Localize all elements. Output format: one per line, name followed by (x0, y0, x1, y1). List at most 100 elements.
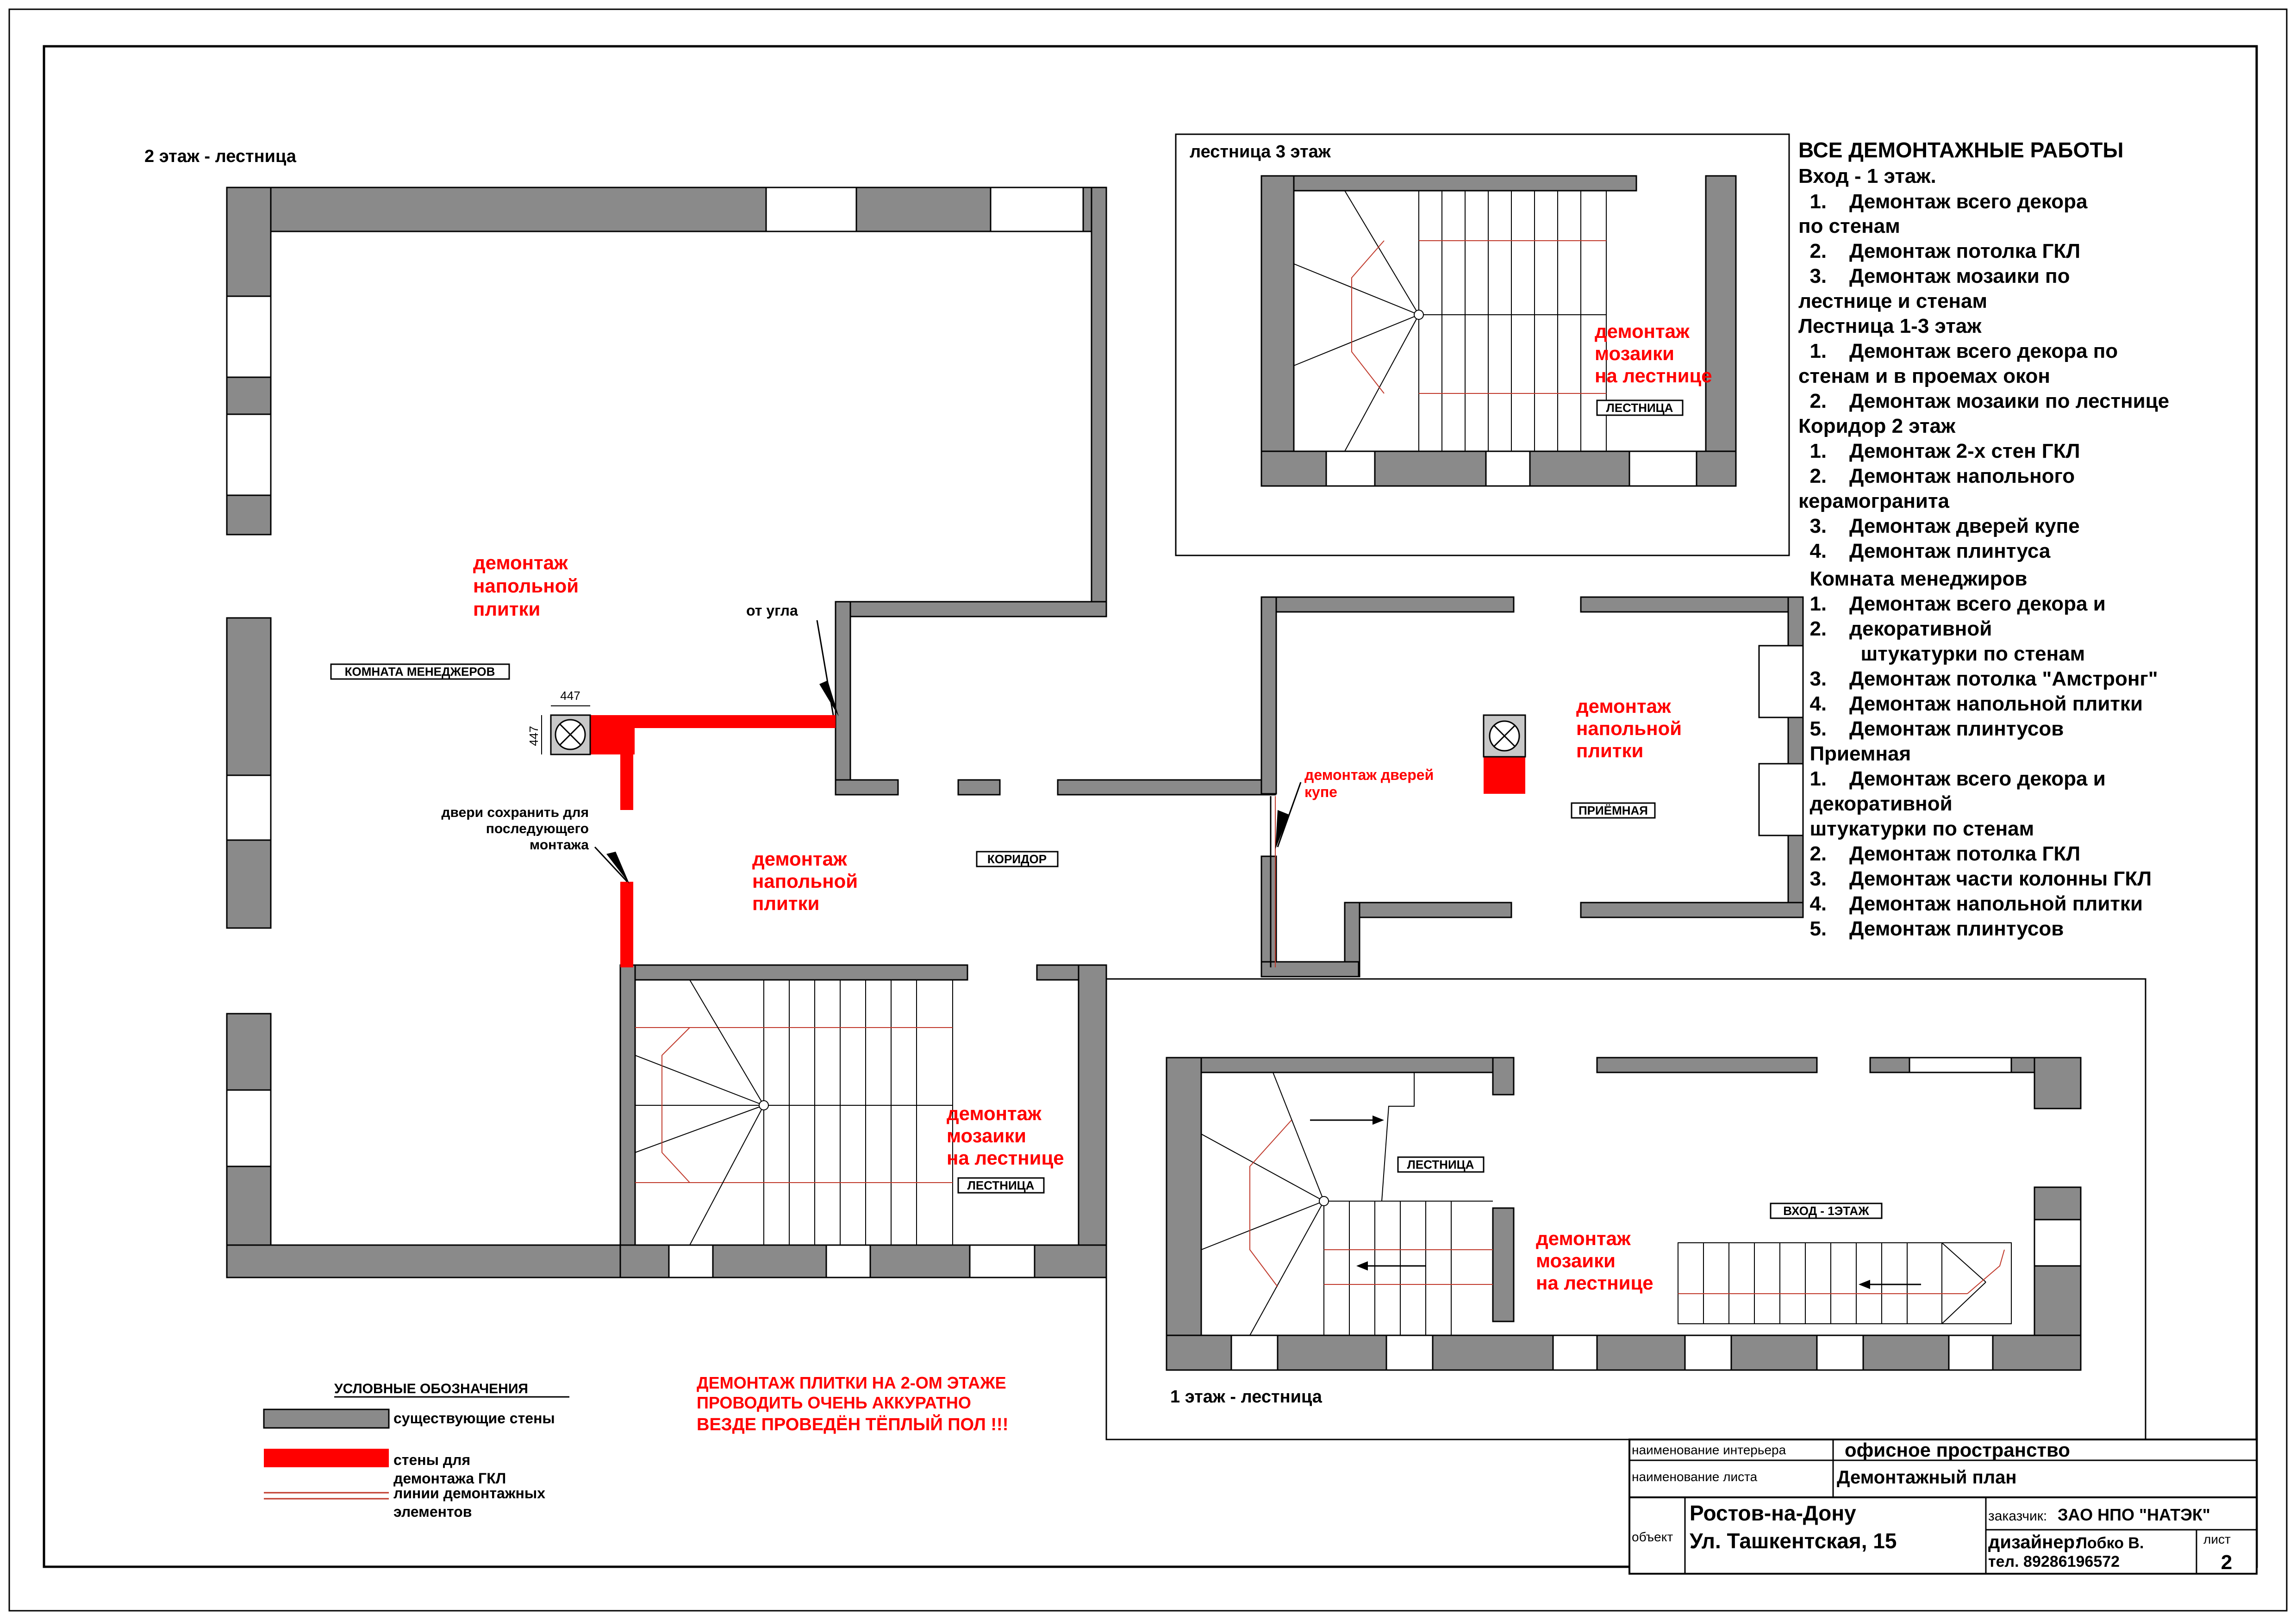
object-label: объект (1632, 1530, 1673, 1544)
note-managers-floor: демонтаж напольной плитки (473, 552, 579, 620)
legend-existing-swatch (263, 1408, 390, 1429)
svg-text:3. Демонтаж потолка "Амстро: 3. Демонтаж потолка "Амстронг" (1798, 667, 2158, 690)
address: Ул. Ташкентская, 15 (1690, 1529, 1897, 1553)
svg-text:демонтаж дверей: демонтаж дверей (1304, 766, 1434, 783)
svg-text:плитки: плитки (473, 598, 540, 620)
svg-text:по стенам: по стенам (1798, 215, 1900, 237)
designer-value: Лобко В. (2076, 1534, 2144, 1552)
svg-text:КОМНАТА МЕНЕДЖЕРОВ: КОМНАТА МЕНЕДЖЕРОВ (345, 665, 495, 679)
svg-text:демонтаж: демонтаж (1576, 695, 1672, 717)
list-value: 2 (2221, 1551, 2232, 1574)
warning-note: ДЕМОНТАЖ ПЛИТКИ НА 2-ОМ ЭТАЖЕ ПРОВОДИТЬ … (697, 1373, 1008, 1434)
svg-text:1. Демонтаж всего декора и: 1. Демонтаж всего декора и (1798, 767, 2106, 790)
svg-text:ВСЕ ДЕМОНТАЖНЫЕ РАБОТЫ: ВСЕ ДЕМОНТАЖНЫЕ РАБОТЫ (1798, 138, 2123, 162)
dimension-label-left: 447 (527, 726, 541, 746)
svg-text:напольной: напольной (1576, 717, 1682, 739)
sheet-label: наименование листа (1632, 1470, 1758, 1484)
svg-text:демонтаж: демонтаж (947, 1103, 1042, 1124)
svg-text:напольной: напольной (473, 575, 579, 597)
floor1-walls (1166, 1057, 2082, 1371)
phone: тел. 89286196572 (1988, 1553, 2120, 1570)
arrow-from-corner (816, 620, 839, 717)
svg-text:2. Демонтаж мозаики по лест: 2. Демонтаж мозаики по лестнице (1798, 390, 2169, 412)
legend-existing-label: существующие стены (393, 1410, 555, 1427)
floor2-windows (226, 187, 1804, 1278)
svg-text:Коридор 2 этаж: Коридор 2 этаж (1798, 415, 1956, 437)
svg-text:3. Демонтаж дверей купе: 3. Демонтаж дверей купе (1798, 515, 2080, 537)
stair-floor2 (635, 979, 953, 1246)
svg-text:КОРИДОР: КОРИДОР (987, 852, 1047, 866)
legend-gkl-swatch (264, 1449, 389, 1467)
column-icon (550, 714, 591, 755)
arrow-sliding-doors (1275, 782, 1302, 849)
legend-gkl-label-1: стены для (393, 1452, 470, 1468)
reception-column-icon (1483, 714, 1526, 758)
works-list: ВСЕ ДЕМОНТАЖНЫЕ РАБОТЫ Вход - 1 этаж. 1.… (1798, 138, 2169, 940)
svg-text:ВЕЗДЕ ПРОВЕДЁН ТЁПЛЫЙ ПОЛ !!!: ВЕЗДЕ ПРОВЕДЁН ТЁПЛЫЙ ПОЛ !!! (697, 1414, 1008, 1434)
svg-text:ДЕМОНТАЖ ПЛИТКИ НА 2-ОМ ЭТАЖЕ: ДЕМОНТАЖ ПЛИТКИ НА 2-ОМ ЭТАЖЕ (697, 1373, 1006, 1392)
svg-text:мозаики: мозаики (1595, 343, 1674, 364)
svg-text:3. Демонтаж части колонны Г: 3. Демонтаж части колонны ГКЛ (1798, 867, 2152, 890)
svg-text:демонтаж: демонтаж (752, 848, 848, 870)
floor1-title: 1 этаж - лестница (1170, 1387, 1323, 1407)
label-stair-1fl: ЛЕСТНИЦА (1397, 1156, 1485, 1173)
label-stair-2fl: ЛЕСТНИЦА (957, 1177, 1045, 1194)
svg-text:монтажа: монтажа (530, 837, 589, 853)
stair3-frame (1175, 133, 1790, 556)
svg-text:5. Демонтаж плинтусов: 5. Демонтаж плинтусов (1798, 717, 2064, 740)
legend-gkl-label-2: демонтажа ГКЛ (393, 1470, 506, 1487)
label-managers: КОМНАТА МЕНЕДЖЕРОВ (330, 663, 510, 680)
note-reception-floor: демонтаж напольной плитки (1576, 695, 1682, 761)
legend-lines-label-2: элементов (393, 1503, 472, 1520)
svg-text:1. Демонтаж 2-х стен ГКЛ: 1. Демонтаж 2-х стен ГКЛ (1798, 440, 2080, 462)
floor1-stair-entrance (1678, 1242, 2012, 1324)
stair3-walls (1260, 175, 1737, 487)
svg-text:на лестнице: на лестнице (1595, 365, 1712, 386)
interior-value: офисное пространство (1845, 1439, 2070, 1461)
outer-frame (8, 8, 2288, 1612)
arrow-keep-doors (594, 846, 630, 884)
note-keep-doors: двери сохранить для последующего монтажа (442, 805, 589, 853)
svg-text:4. Демонтаж напольной плитк: 4. Демонтаж напольной плитки (1798, 892, 2143, 915)
svg-text:двери сохранить для: двери сохранить для (442, 805, 589, 820)
svg-text:Приемная: Приемная (1798, 742, 1911, 765)
svg-text:декоративной: декоративной (1798, 792, 1953, 815)
floor2-title: 2 этаж - лестница (144, 147, 297, 166)
svg-text:лестнице и стенам: лестнице и стенам (1798, 290, 1987, 312)
label-stair-3fl: ЛЕСТНИЦА (1596, 399, 1684, 416)
svg-text:1. Демонтаж всего декора по: 1. Демонтаж всего декора по (1798, 340, 2118, 362)
svg-text:2. Демонтаж потолка ГКЛ: 2. Демонтаж потолка ГКЛ (1798, 240, 2080, 262)
label-reception: ПРИЁМНАЯ (1571, 802, 1656, 819)
svg-text:демонтаж: демонтаж (473, 552, 568, 573)
svg-text:2. Демонтаж напольного: 2. Демонтаж напольного (1798, 465, 2075, 487)
note-corridor-floor: демонтаж напольной плитки (752, 848, 858, 914)
client-label: заказчик: (1988, 1508, 2047, 1524)
dimension-447: 447 447 (527, 689, 590, 754)
dimension-label-top: 447 (560, 689, 580, 703)
svg-text:мозаики: мозаики (1536, 1250, 1616, 1271)
legend: УСЛОВНЫЕ ОБОЗНАЧЕНИЯ существующие стены … (263, 1381, 569, 1520)
svg-text:1. Демонтаж всего декора и: 1. Демонтаж всего декора и (1798, 592, 2106, 615)
svg-text:демонтаж: демонтаж (1595, 320, 1690, 342)
note-mosaic-2fl: демонтаж мозаики на лестнице (947, 1103, 1064, 1169)
svg-text:ПРОВОДИТЬ ОЧЕНЬ АККУРАТНО: ПРОВОДИТЬ ОЧЕНЬ АККУРАТНО (697, 1393, 971, 1412)
title-block: наименование интерьера офисное пространс… (1628, 1439, 2258, 1575)
svg-text:штукатурки по стенам: штукатурки по стенам (1798, 642, 2085, 665)
label-corridor: КОРИДОР (976, 851, 1059, 867)
svg-text:плитки: плитки (1576, 740, 1643, 761)
note-mosaic-3fl: демонтаж мозаики на лестнице (1595, 320, 1712, 386)
label-entrance: ВХОД - 1ЭТАЖ (1770, 1203, 1883, 1219)
svg-text:ПРИЁМНАЯ: ПРИЁМНАЯ (1578, 804, 1648, 817)
svg-text:мозаики: мозаики (947, 1125, 1026, 1146)
inner-frame (43, 45, 2258, 1568)
legend-title: УСЛОВНЫЕ ОБОЗНАЧЕНИЯ (334, 1381, 528, 1396)
svg-text:4. Демонтаж напольной плитк: 4. Демонтаж напольной плитки (1798, 692, 2143, 715)
svg-text:купе: купе (1304, 784, 1337, 800)
svg-text:на лестнице: на лестнице (1536, 1272, 1653, 1294)
svg-text:демонтаж: демонтаж (1536, 1227, 1631, 1249)
svg-text:керамогранита: керамогранита (1798, 490, 1950, 512)
svg-text:ЛЕСТНИЦА: ЛЕСТНИЦА (967, 1178, 1035, 1192)
svg-text:5. Демонтаж плинтусов: 5. Демонтаж плинтусов (1798, 917, 2064, 940)
note-sliding-doors: демонтаж дверей купе (1304, 766, 1434, 800)
stair3-title: лестница 3 этаж (1190, 142, 1331, 162)
